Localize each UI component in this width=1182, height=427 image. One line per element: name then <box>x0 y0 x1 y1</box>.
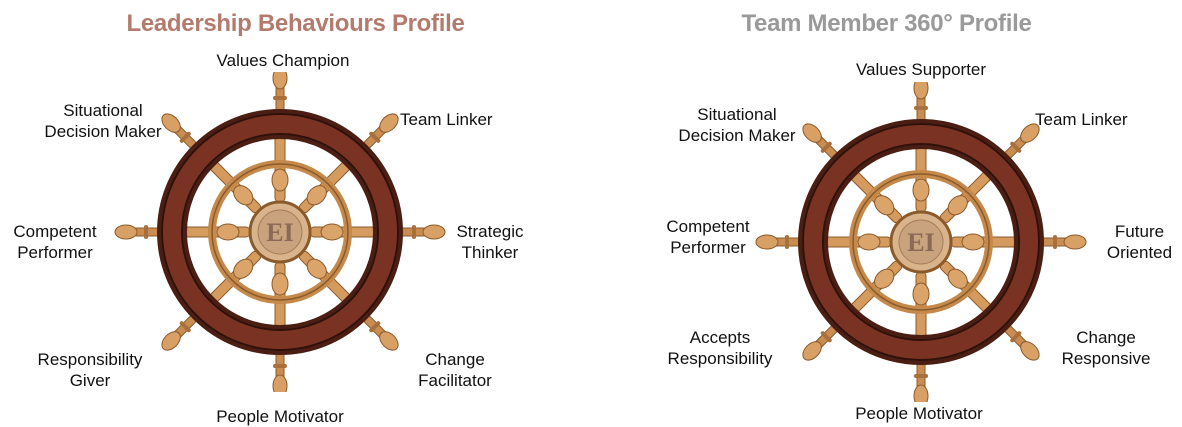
hub-label: EI <box>266 218 293 247</box>
label-top-right: Team Linker <box>1035 110 1128 129</box>
ship-wheel-diagram: EI <box>114 72 446 392</box>
wheel-spoke <box>271 72 289 203</box>
team-member-profile-panel: Team Member 360° Profile EI Values Suppo… <box>591 0 1182 427</box>
ship-wheel: EI <box>755 82 1087 402</box>
ship-wheel: EI <box>114 72 446 392</box>
leadership-profile-panel: Leadership Behaviours Profile EI Values … <box>13 10 524 426</box>
label-bottom: People Motivator <box>216 407 344 426</box>
label-top: Values Champion <box>216 51 350 70</box>
ship-wheel-diagram: EI <box>755 82 1087 402</box>
label-bottom: People Motivator <box>855 404 983 423</box>
label-top: Values Supporter <box>855 60 987 79</box>
hub-label: EI <box>907 228 934 257</box>
panel-title: Leadership Behaviours Profile <box>126 10 465 37</box>
wheel-spoke <box>912 271 930 402</box>
label-top-right: Team Linker <box>400 110 493 129</box>
panel-title: Team Member 360° Profile <box>741 10 1032 37</box>
